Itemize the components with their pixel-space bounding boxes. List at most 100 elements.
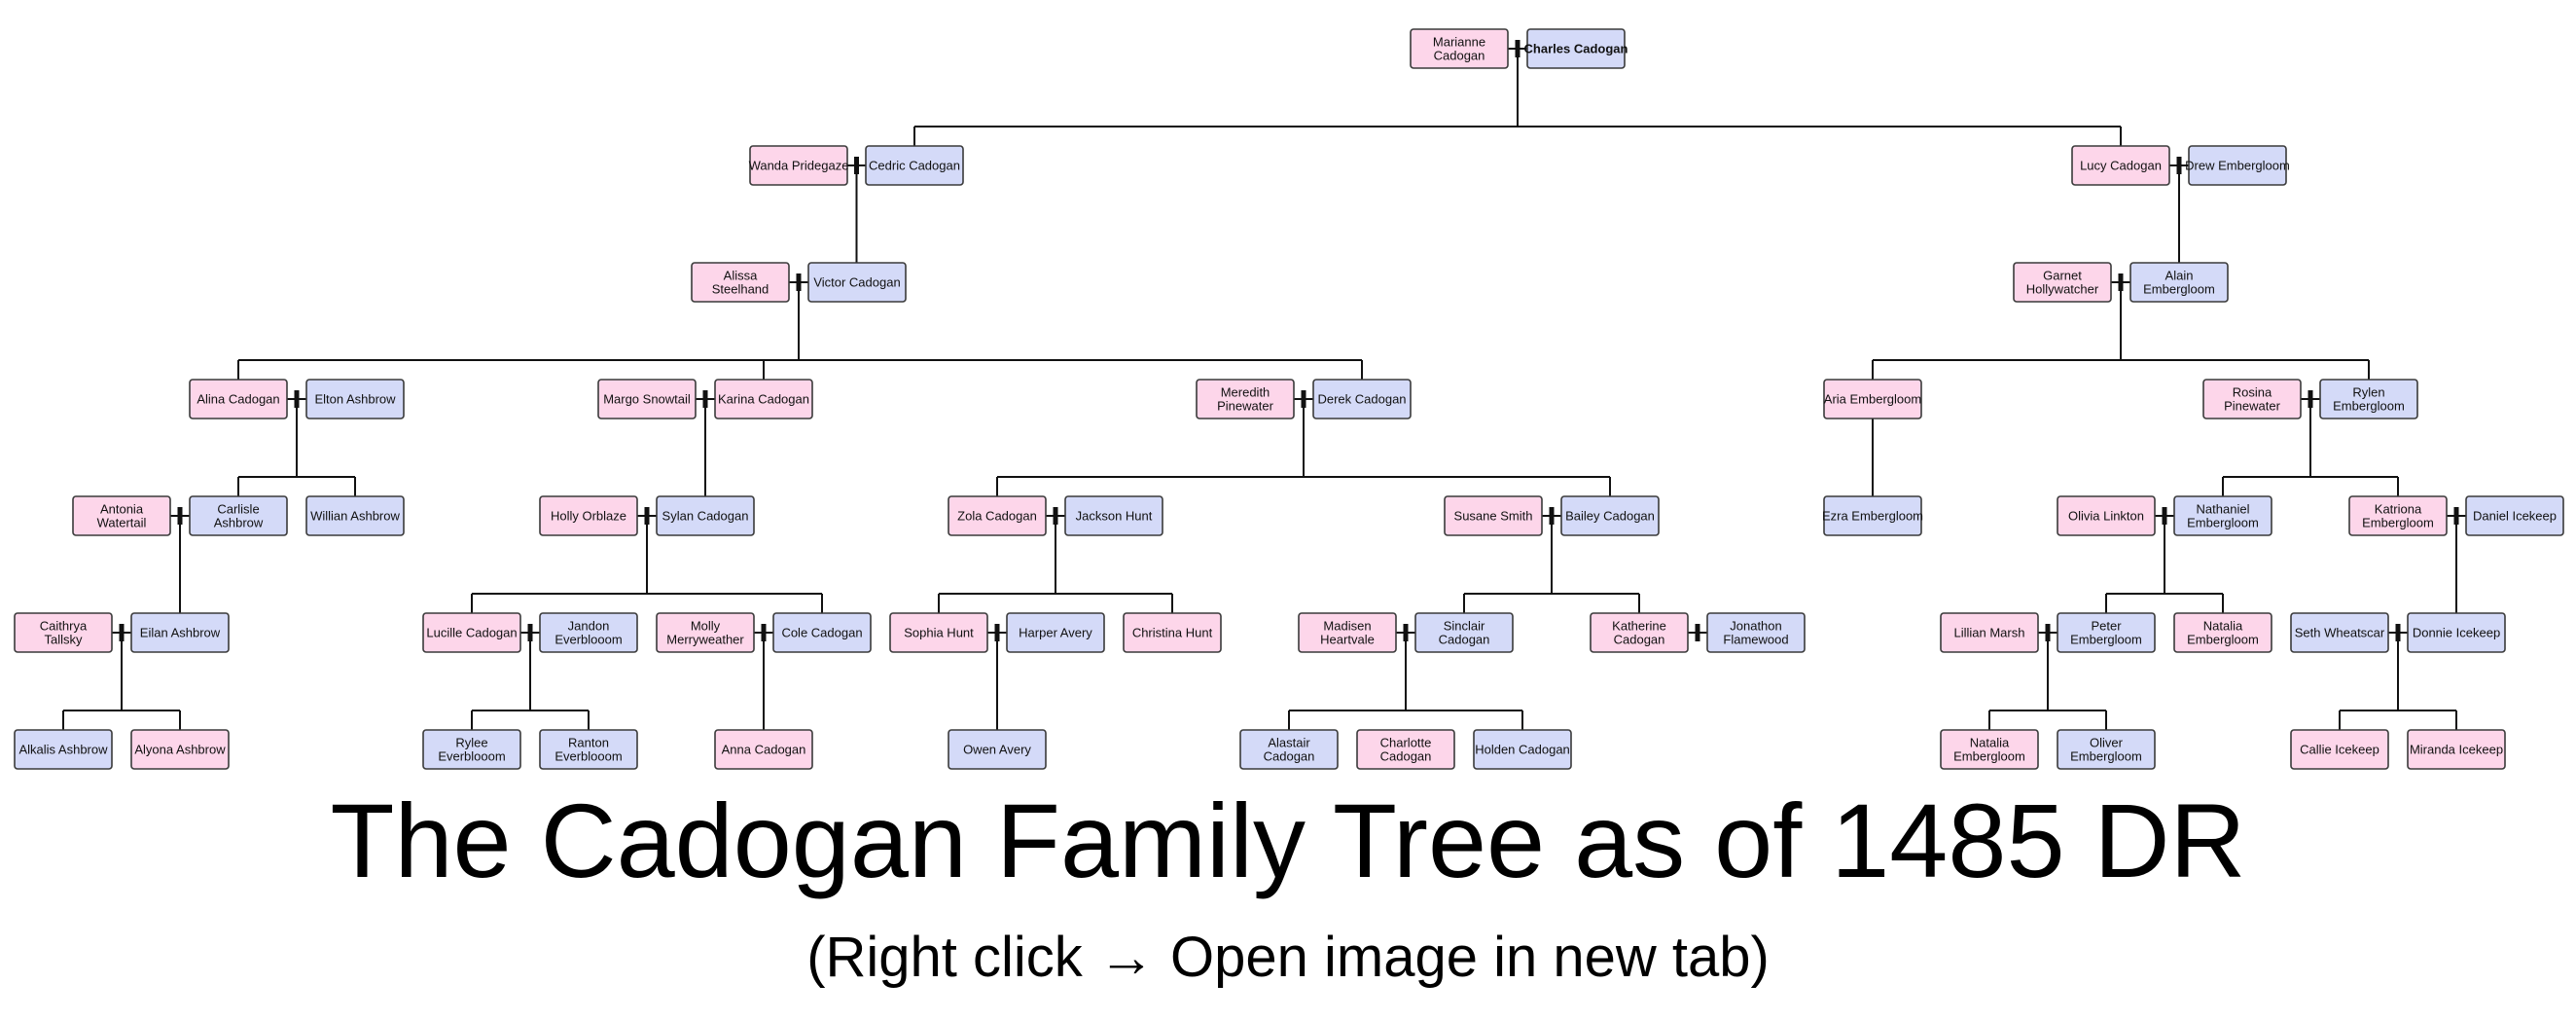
person-box bbox=[1940, 612, 2039, 653]
person-name: Zola Cadogan bbox=[957, 509, 1037, 524]
person-node-aria: Aria Emberglo​om bbox=[1823, 379, 1922, 419]
person-node-eilan: Eilan Ashbrow bbox=[130, 612, 230, 653]
person-box bbox=[1064, 495, 1163, 536]
person-name: Wanda Pridegaze bbox=[749, 159, 849, 173]
person-box bbox=[948, 495, 1047, 536]
person-node-lillian: Lillian Marsh bbox=[1940, 612, 2039, 653]
person-box bbox=[2057, 612, 2156, 653]
person-box bbox=[539, 729, 638, 770]
person-box bbox=[2071, 145, 2170, 186]
person-box bbox=[772, 612, 872, 653]
person-box bbox=[1706, 612, 1806, 653]
person-box bbox=[656, 495, 755, 536]
person-box bbox=[889, 612, 988, 653]
person-box bbox=[714, 379, 813, 419]
person-name: Elton Ashbrow bbox=[314, 392, 396, 407]
person-box bbox=[691, 262, 790, 303]
person-box bbox=[1940, 729, 2039, 770]
person-box bbox=[72, 495, 171, 536]
person-name: Susane Smith bbox=[1454, 509, 1533, 524]
person-name: Aria Emberglo​om bbox=[1824, 392, 1921, 407]
person-name: Lucille Cadogan bbox=[426, 626, 517, 640]
person-box bbox=[1823, 495, 1922, 536]
person-box bbox=[597, 379, 697, 419]
person-node-victor: Victor Cadogan bbox=[807, 262, 907, 303]
person-box bbox=[2348, 495, 2448, 536]
person-node-zola: Zola Cadogan bbox=[948, 495, 1047, 536]
person-name: Bailey Cadogan bbox=[1565, 509, 1655, 524]
person-name: Daniel Icekeep bbox=[2473, 509, 2557, 524]
person-node-willian: Willian Ashbrow bbox=[305, 495, 405, 536]
person-name: Margo Snowtail bbox=[603, 392, 691, 407]
person-box bbox=[422, 612, 521, 653]
person-node-bailey: Bailey Cadogan bbox=[1560, 495, 1660, 536]
person-box bbox=[1590, 612, 1689, 653]
person-box bbox=[539, 612, 638, 653]
person-node-derek: Derek Cadogan bbox=[1312, 379, 1412, 419]
person-box bbox=[2290, 729, 2389, 770]
person-box bbox=[1410, 28, 1509, 69]
person-name: Holden Cadogan bbox=[1475, 743, 1570, 757]
person-box bbox=[2173, 495, 2272, 536]
person-node-anna: Anna Cadogan bbox=[714, 729, 813, 770]
person-node-miranda: Miranda Icekeep bbox=[2407, 729, 2506, 770]
diagram-title: The Cadogan Family Tree as of 1485 DR bbox=[330, 782, 2246, 899]
person-name: Karina Cadogan bbox=[718, 392, 809, 407]
person-box bbox=[948, 729, 1047, 770]
person-box bbox=[1239, 729, 1339, 770]
person-box bbox=[2407, 612, 2506, 653]
person-box bbox=[2319, 379, 2418, 419]
person-box bbox=[1298, 612, 1397, 653]
person-name: Lillian Marsh bbox=[1954, 626, 2025, 640]
person-box bbox=[1123, 612, 1222, 653]
person-node-christina: Christina Hunt bbox=[1123, 612, 1222, 653]
person-box bbox=[305, 495, 405, 536]
person-node-owen: Owen Avery bbox=[948, 729, 1047, 770]
person-node-sylan: Sylan Cadogan bbox=[656, 495, 755, 536]
person-box bbox=[865, 145, 964, 186]
person-box bbox=[2013, 262, 2112, 303]
person-name: Victor Cadogan bbox=[813, 275, 900, 290]
person-node-wanda: Wanda Pridegaze bbox=[749, 145, 849, 186]
person-name: Lucy Cadogan bbox=[2080, 159, 2162, 173]
person-node-alkalis: Alkalis Ashbrow bbox=[14, 729, 113, 770]
person-box bbox=[1823, 379, 1922, 419]
person-node-donnie: Donnie Icekeep bbox=[2407, 612, 2506, 653]
person-name: Seth Wheatscar bbox=[2295, 626, 2385, 640]
person-node-sophia: Sophia Hunt bbox=[889, 612, 988, 653]
person-box bbox=[2465, 495, 2564, 536]
person-name: Sylan Cadogan bbox=[662, 509, 749, 524]
person-node-holly: Holly Orblaze bbox=[539, 495, 638, 536]
person-name: Olivia Linkton bbox=[2068, 509, 2144, 524]
person-node-jackson: Jackson Hunt bbox=[1064, 495, 1163, 536]
person-box bbox=[2188, 145, 2287, 186]
person-name: Ezra Emberglo​om bbox=[1822, 509, 1923, 524]
person-box bbox=[1560, 495, 1660, 536]
person-box bbox=[2057, 729, 2156, 770]
person-node-lucille: Lucille Cadogan bbox=[422, 612, 521, 653]
person-node-alyona: Alyona Ashbrow bbox=[130, 729, 230, 770]
